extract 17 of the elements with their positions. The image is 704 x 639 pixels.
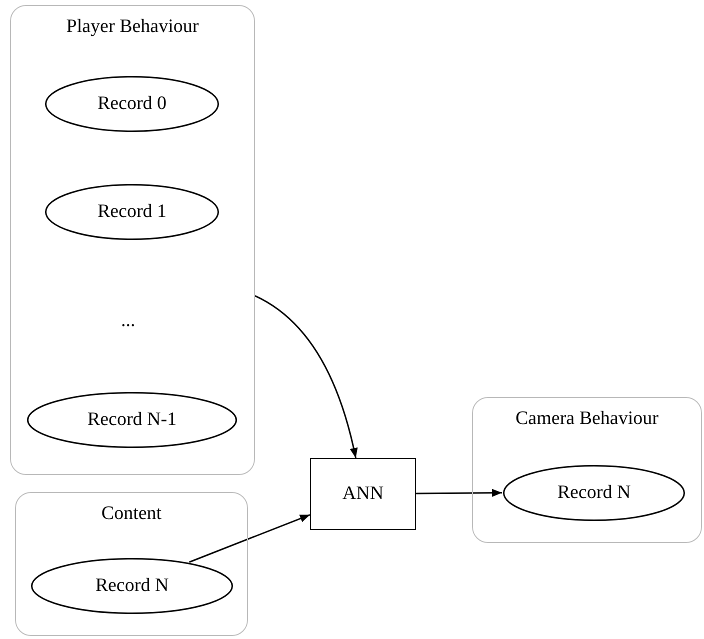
node-label: ANN: [342, 483, 384, 505]
group-title: Player Behaviour: [66, 16, 199, 38]
group-title: Camera Behaviour: [516, 408, 658, 430]
node-label: Record 0: [97, 93, 167, 115]
ellipsis-text: ...: [121, 310, 136, 332]
arrow: [254, 295, 358, 458]
arrow: [189, 514, 310, 563]
group-panel: [472, 397, 702, 543]
node-label: Record 1: [97, 201, 167, 223]
arrow: [416, 488, 502, 497]
group-panel: [15, 492, 248, 636]
group-panel: [10, 5, 255, 475]
node-label: Record N: [95, 575, 169, 597]
group-title: Content: [101, 503, 162, 525]
node-label: Record N-1: [87, 409, 177, 431]
node-label: Record N: [557, 482, 631, 504]
process-box: [310, 458, 416, 530]
